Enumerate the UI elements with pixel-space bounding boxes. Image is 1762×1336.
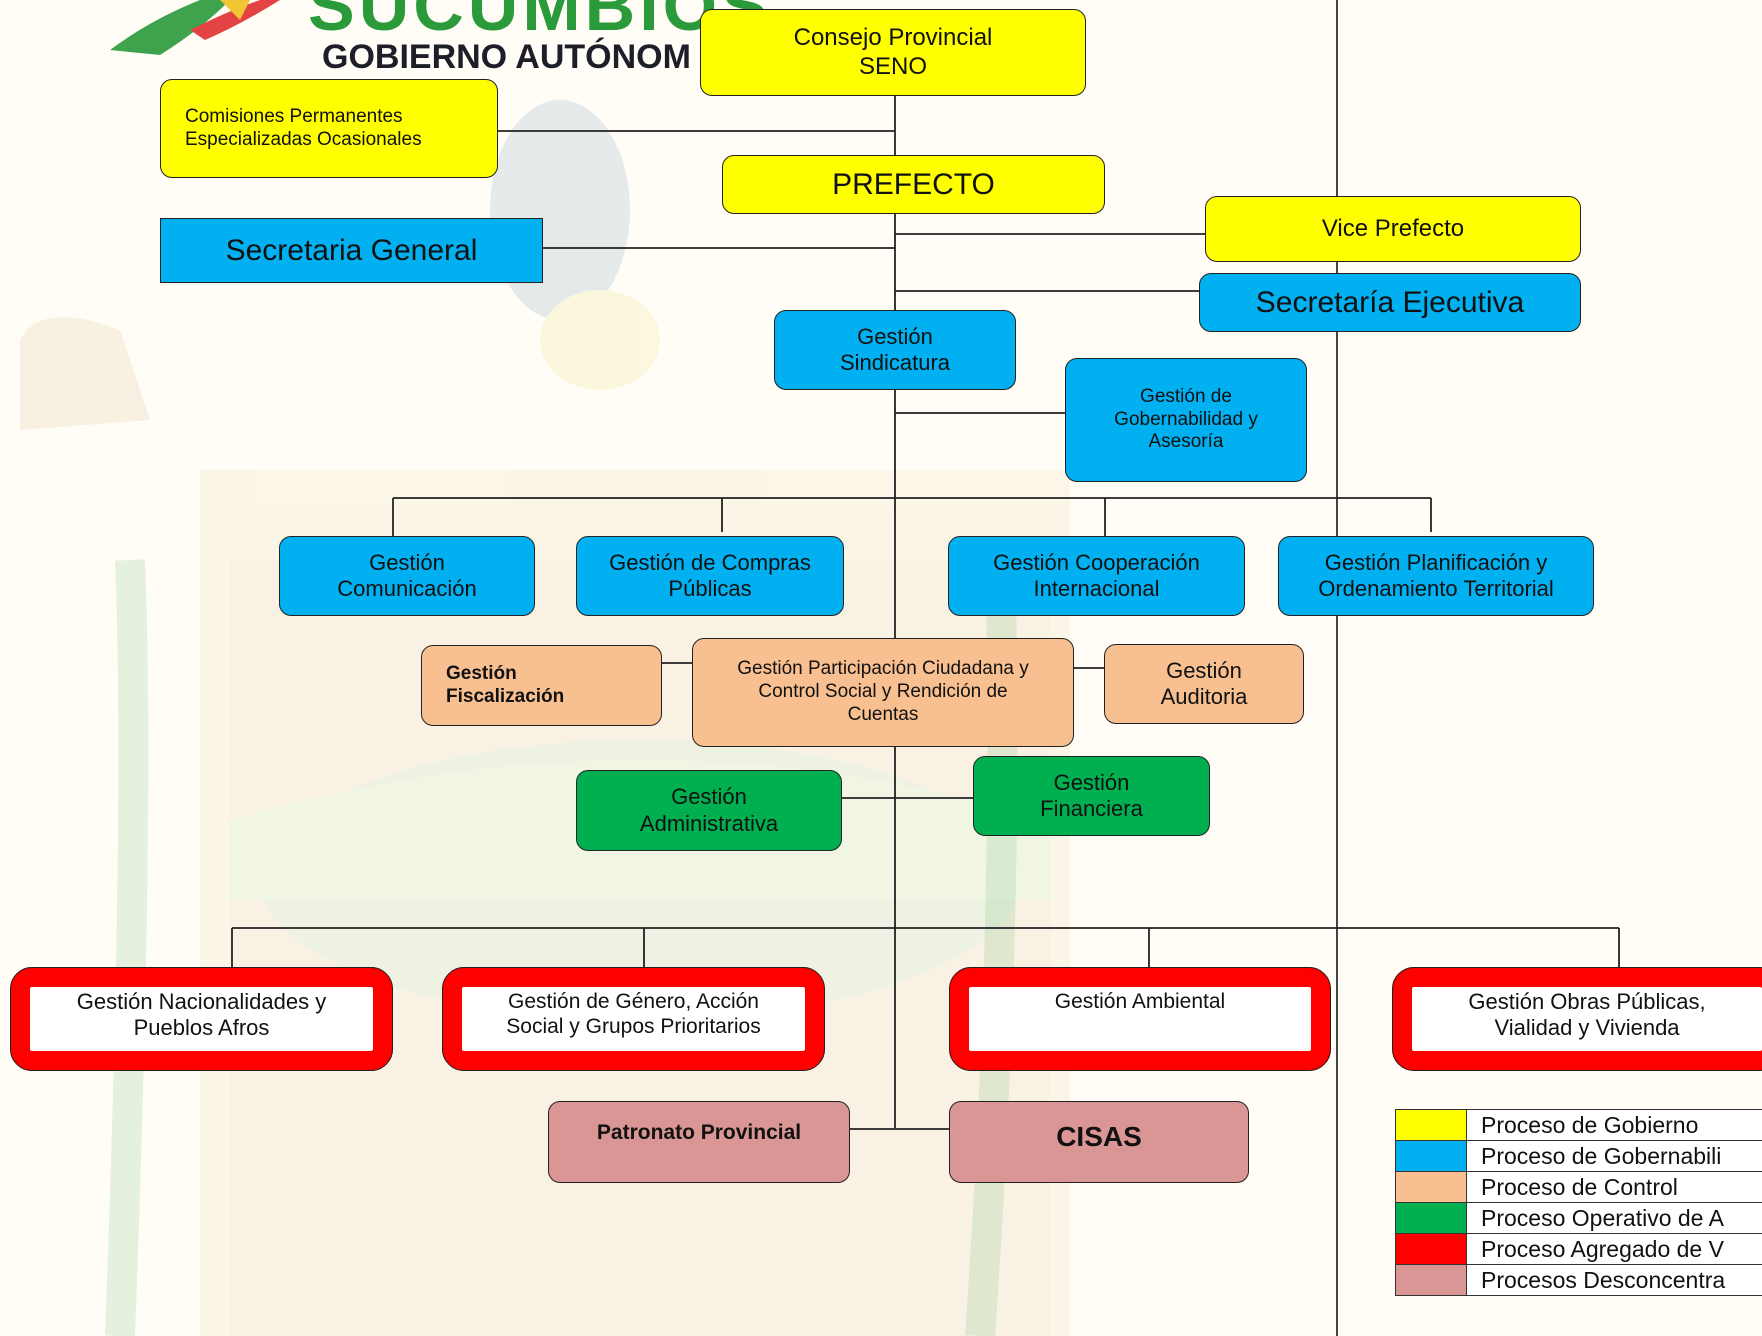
node-label: Vialidad y Vivienda — [1494, 1015, 1680, 1041]
node-label: Gobernabilidad y — [1114, 408, 1258, 430]
node-label: Social y Grupos Prioritarios — [506, 1015, 761, 1039]
node-obras-publicas: Gestión Obras Públicas, Vialidad y Vivie… — [1392, 967, 1762, 1071]
legend-swatch — [1395, 1202, 1467, 1234]
node-label: Auditoria — [1160, 684, 1248, 709]
node-genero: Gestión de Género, Acción Social y Grupo… — [442, 967, 825, 1071]
legend-swatch — [1395, 1171, 1467, 1203]
legend-swatch — [1395, 1233, 1467, 1265]
node-label: Internacional — [1033, 576, 1160, 601]
node-label: Asesoría — [1148, 431, 1224, 453]
node-cooperacion: Gestión Cooperación Internacional — [948, 536, 1245, 616]
legend-row: Proceso Agregado de V — [1395, 1233, 1762, 1265]
node-comunicacion: Gestión Comunicación — [279, 536, 535, 616]
node-auditoria: Gestión Auditoria — [1104, 644, 1304, 724]
legend-swatch — [1395, 1109, 1467, 1141]
node-label: Fiscalización — [446, 685, 565, 707]
node-label: Públicas — [668, 576, 752, 601]
node-label: PREFECTO — [832, 167, 995, 201]
node-fiscalizacion: Gestión Fiscalización — [421, 645, 662, 726]
legend: Proceso de Gobierno Proceso de Gobernabi… — [1395, 1109, 1762, 1296]
node-consejo-provincial: Consejo Provincial SENO — [700, 9, 1086, 96]
node-label: Sindicatura — [839, 350, 951, 375]
node-label: Gestión de Género, Acción — [508, 990, 759, 1013]
legend-row: Procesos Desconcentra — [1395, 1264, 1762, 1296]
node-secretaria-ejecutiva: Secretaría Ejecutiva — [1199, 273, 1581, 332]
node-secretaria-general: Secretaria General — [160, 218, 543, 283]
legend-label: Proceso Operativo de A — [1466, 1202, 1762, 1234]
node-label: Secretaría Ejecutiva — [1255, 285, 1525, 319]
node-prefecto: PREFECTO — [722, 155, 1105, 214]
node-label: CISAS — [1056, 1121, 1142, 1152]
legend-row: Proceso Operativo de A — [1395, 1202, 1762, 1234]
node-compras-publicas: Gestión de Compras Públicas — [576, 536, 844, 616]
node-label: Gestión Obras Públicas, — [1468, 989, 1706, 1014]
node-label: Gestión Nacionalidades y — [76, 989, 327, 1014]
node-vice-prefecto: Vice Prefecto — [1205, 196, 1581, 262]
legend-label: Proceso de Gobernabili — [1466, 1140, 1762, 1172]
node-label: Comunicación — [337, 576, 477, 601]
legend-label: Procesos Desconcentra — [1466, 1264, 1762, 1296]
node-label: Gestión — [369, 549, 445, 575]
node-label: Especializadas Ocasionales — [185, 128, 422, 150]
node-label: Cuentas — [847, 703, 919, 725]
node-label: Vice Prefecto — [1321, 214, 1465, 242]
node-label: Gestión Ambiental — [1054, 990, 1226, 1013]
node-label: Administrativa — [639, 810, 779, 836]
node-label: Gestión Participación Ciudadana y — [737, 658, 1029, 680]
legend-label: Proceso de Gobierno — [1466, 1109, 1762, 1141]
node-comisiones: Comisiones Permanentes Especializadas Oc… — [160, 79, 498, 178]
legend-row: Proceso de Gobernabili — [1395, 1140, 1762, 1172]
legend-label: Proceso Agregado de V — [1466, 1233, 1762, 1265]
node-label: Gestión — [446, 662, 517, 684]
logo-mark — [110, 0, 280, 55]
node-label: Gestión — [1166, 657, 1242, 683]
node-label: Consejo Provincial — [793, 23, 993, 51]
legend-swatch — [1395, 1140, 1467, 1172]
node-label: Gestión — [857, 323, 933, 349]
node-label: Gestión Cooperación — [993, 549, 1200, 575]
node-label: Financiera — [1040, 796, 1143, 821]
logo-subtitle: GOBIERNO AUTÓNOM — [322, 38, 691, 76]
node-patronato: Patronato Provincial — [548, 1101, 850, 1183]
legend-label: Proceso de Control — [1466, 1171, 1762, 1203]
legend-row: Proceso de Control — [1395, 1171, 1762, 1203]
node-financiera: Gestión Financiera — [973, 756, 1210, 836]
node-label: Gestión — [671, 784, 747, 810]
node-ambiental: Gestión Ambiental — [949, 967, 1331, 1071]
node-label: Ordenamiento Territorial — [1318, 576, 1554, 601]
logo-name: SUCUMBÍOS — [308, 0, 772, 45]
legend-row: Proceso de Gobierno — [1395, 1109, 1762, 1141]
node-label: SENO — [858, 52, 927, 80]
node-label: Comisiones Permanentes — [185, 105, 403, 127]
node-label: Secretaria General — [225, 233, 478, 267]
node-label: Gestión de Compras — [609, 549, 811, 575]
node-label: Pueblos Afros — [133, 1015, 270, 1041]
node-administrativa: Gestión Administrativa — [576, 770, 842, 851]
node-nacionalidades: Gestión Nacionalidades y Pueblos Afros — [10, 967, 393, 1071]
node-cisas: CISAS — [949, 1101, 1249, 1183]
node-gobernabilidad: Gestión de Gobernabilidad y Asesoría — [1065, 358, 1307, 482]
node-label: Gestión de — [1140, 385, 1232, 407]
node-participacion-ciudadana: Gestión Participación Ciudadana y Contro… — [692, 638, 1074, 747]
node-sindicatura: Gestión Sindicatura — [774, 310, 1016, 390]
node-label: Control Social y Rendición de — [758, 681, 1008, 703]
legend-swatch — [1395, 1264, 1467, 1296]
node-label: Gestión Planificación y — [1324, 549, 1548, 575]
divider-line — [1336, 0, 1338, 1336]
node-label: Patronato Provincial — [596, 1121, 802, 1144]
node-label: Gestión — [1053, 769, 1130, 795]
node-planificacion: Gestión Planificación y Ordenamiento Ter… — [1278, 536, 1594, 616]
